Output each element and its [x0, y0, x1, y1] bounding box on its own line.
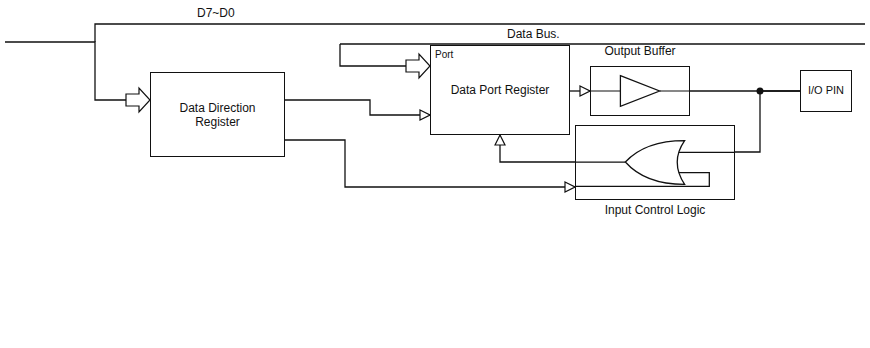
- bus-arrow: [406, 54, 430, 78]
- connector: [500, 135, 575, 162]
- connector: [285, 140, 575, 187]
- bus-line: [95, 24, 865, 42]
- register-box: Data Direction Register: [150, 72, 285, 157]
- bus-line: [340, 43, 865, 44]
- buffer-block-frame: [590, 66, 690, 116]
- port-label: Port: [435, 49, 453, 61]
- bus-label: D7~D0: [195, 6, 237, 20]
- bus-arrow: [126, 88, 150, 112]
- block-heading: Output Buffer: [585, 44, 695, 58]
- connector: [570, 90, 590, 91]
- symbol: [576, 126, 734, 199]
- buffer-block: Output Buffer: [585, 44, 695, 116]
- bus-line: [340, 44, 408, 66]
- bus-line: [5, 42, 128, 100]
- bus-label: Data Bus.: [505, 27, 562, 41]
- block-heading: Input Control Logic: [575, 203, 735, 217]
- box-title: Data Direction Register: [161, 100, 274, 129]
- connector: [735, 91, 800, 152]
- connector: [285, 100, 430, 115]
- logic-block: Input Control Logic: [575, 125, 735, 220]
- symbol: [591, 67, 689, 115]
- pin-label: I/O PIN: [804, 84, 848, 97]
- junction-dot: [757, 88, 764, 95]
- box-title: Data Port Register: [441, 83, 559, 97]
- logic-block-frame: [575, 125, 735, 200]
- register-box: PortData Port Register: [430, 45, 570, 135]
- pin-box: I/O PIN: [800, 70, 852, 112]
